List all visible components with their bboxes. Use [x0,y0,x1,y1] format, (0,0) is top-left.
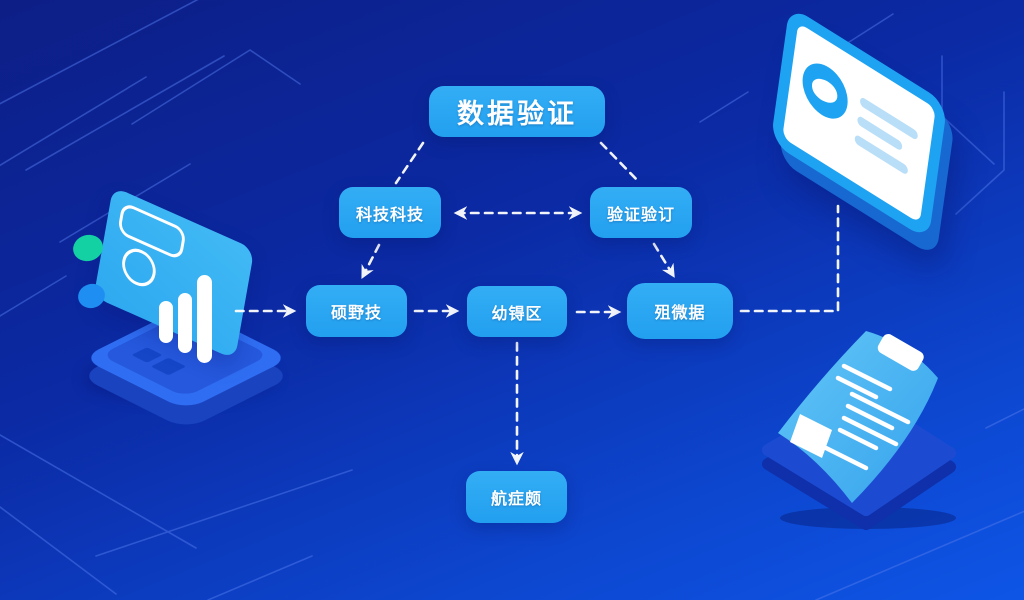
tablet-chart-illustration [55,186,294,440]
node-verify: 验证验订 [590,187,692,238]
document-sheet [778,331,938,503]
bar-chart-bar-3-icon [197,275,212,363]
edge-verify-to-flow3 [652,242,675,278]
bar-chart-bar-1-icon [159,301,173,343]
node-flow-step-1: 硕野技 [306,285,407,337]
node-flow-step-3: 殂微据 [627,283,733,339]
edge-tech-to-flow1 [361,243,381,280]
node-result: 航症颇 [466,471,567,523]
document-image-block-icon [790,414,832,458]
document-tab-icon [877,334,924,371]
document-text-lines [823,363,911,471]
edge-flow3-to-idcard [739,204,840,313]
node-flow-step-2: 幼锝区 [467,286,567,337]
node-data-validation-title: 数据验证 [429,86,605,137]
node-tech: 科技科技 [339,187,441,238]
edge-title-to-tech [394,141,425,185]
bar-chart-bar-2-icon [178,293,192,353]
edge-title-to-verify [599,141,642,185]
document-illustration [756,318,980,533]
document-svg [762,331,956,530]
